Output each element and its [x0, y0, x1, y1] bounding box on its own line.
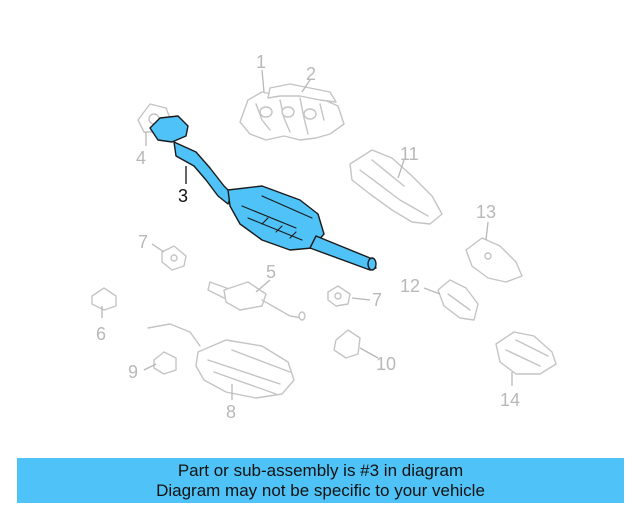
- callout-5: 5: [266, 262, 276, 282]
- callout-6: 6: [96, 324, 106, 344]
- callout-leader-13: [485, 221, 489, 241]
- banner-line-part: Part or sub-assembly is #3 in diagram: [177, 460, 464, 480]
- callout-leader-10: [359, 347, 379, 359]
- catalytic-converter-part: [149, 115, 377, 271]
- callout-10: 10: [376, 354, 396, 374]
- callout-3: 3: [178, 186, 188, 206]
- heat-shield-14-part: [495, 331, 557, 375]
- callout-4: 4: [136, 148, 146, 168]
- callout-1: 1: [256, 52, 266, 72]
- clamp-6-part: [91, 287, 117, 311]
- callout-8: 8: [226, 402, 236, 422]
- rear-muffler-part: [147, 323, 295, 399]
- callout-leader-7b: [351, 297, 371, 301]
- callout-9: 9: [128, 362, 138, 382]
- bracket-12-part: [437, 279, 479, 321]
- exhaust-manifold-part: [239, 83, 345, 141]
- callout-leader-2: [301, 79, 311, 93]
- callout-7a: 7: [138, 232, 148, 252]
- hanger-9-part: [153, 351, 177, 375]
- callout-leader-5: [255, 279, 271, 293]
- callout-leader-12: [423, 287, 441, 295]
- part-info-banner: Part or sub-assembly is #3 in diagram Di…: [17, 458, 624, 503]
- callout-2: 2: [306, 64, 316, 84]
- banner-line-disclaimer: Diagram may not be specific to your vehi…: [156, 480, 485, 500]
- callout-leader-9: [143, 363, 157, 371]
- callout-leader-1: [261, 69, 265, 93]
- hanger-7-right-part: [327, 285, 351, 307]
- callout-leader-7a: [151, 243, 165, 253]
- bracket-10-part: [333, 329, 361, 359]
- heat-shield-part: [349, 149, 443, 225]
- callout-14: 14: [500, 390, 520, 410]
- muffler-pipe-part: [207, 281, 306, 321]
- callout-7b: 7: [372, 290, 382, 310]
- hanger-7-left-part: [161, 245, 187, 271]
- callout-13: 13: [476, 202, 496, 222]
- callout-leader-11: [397, 159, 405, 179]
- callout-12: 12: [400, 276, 420, 296]
- bracket-13-part: [465, 237, 523, 283]
- callout-11: 11: [400, 144, 419, 164]
